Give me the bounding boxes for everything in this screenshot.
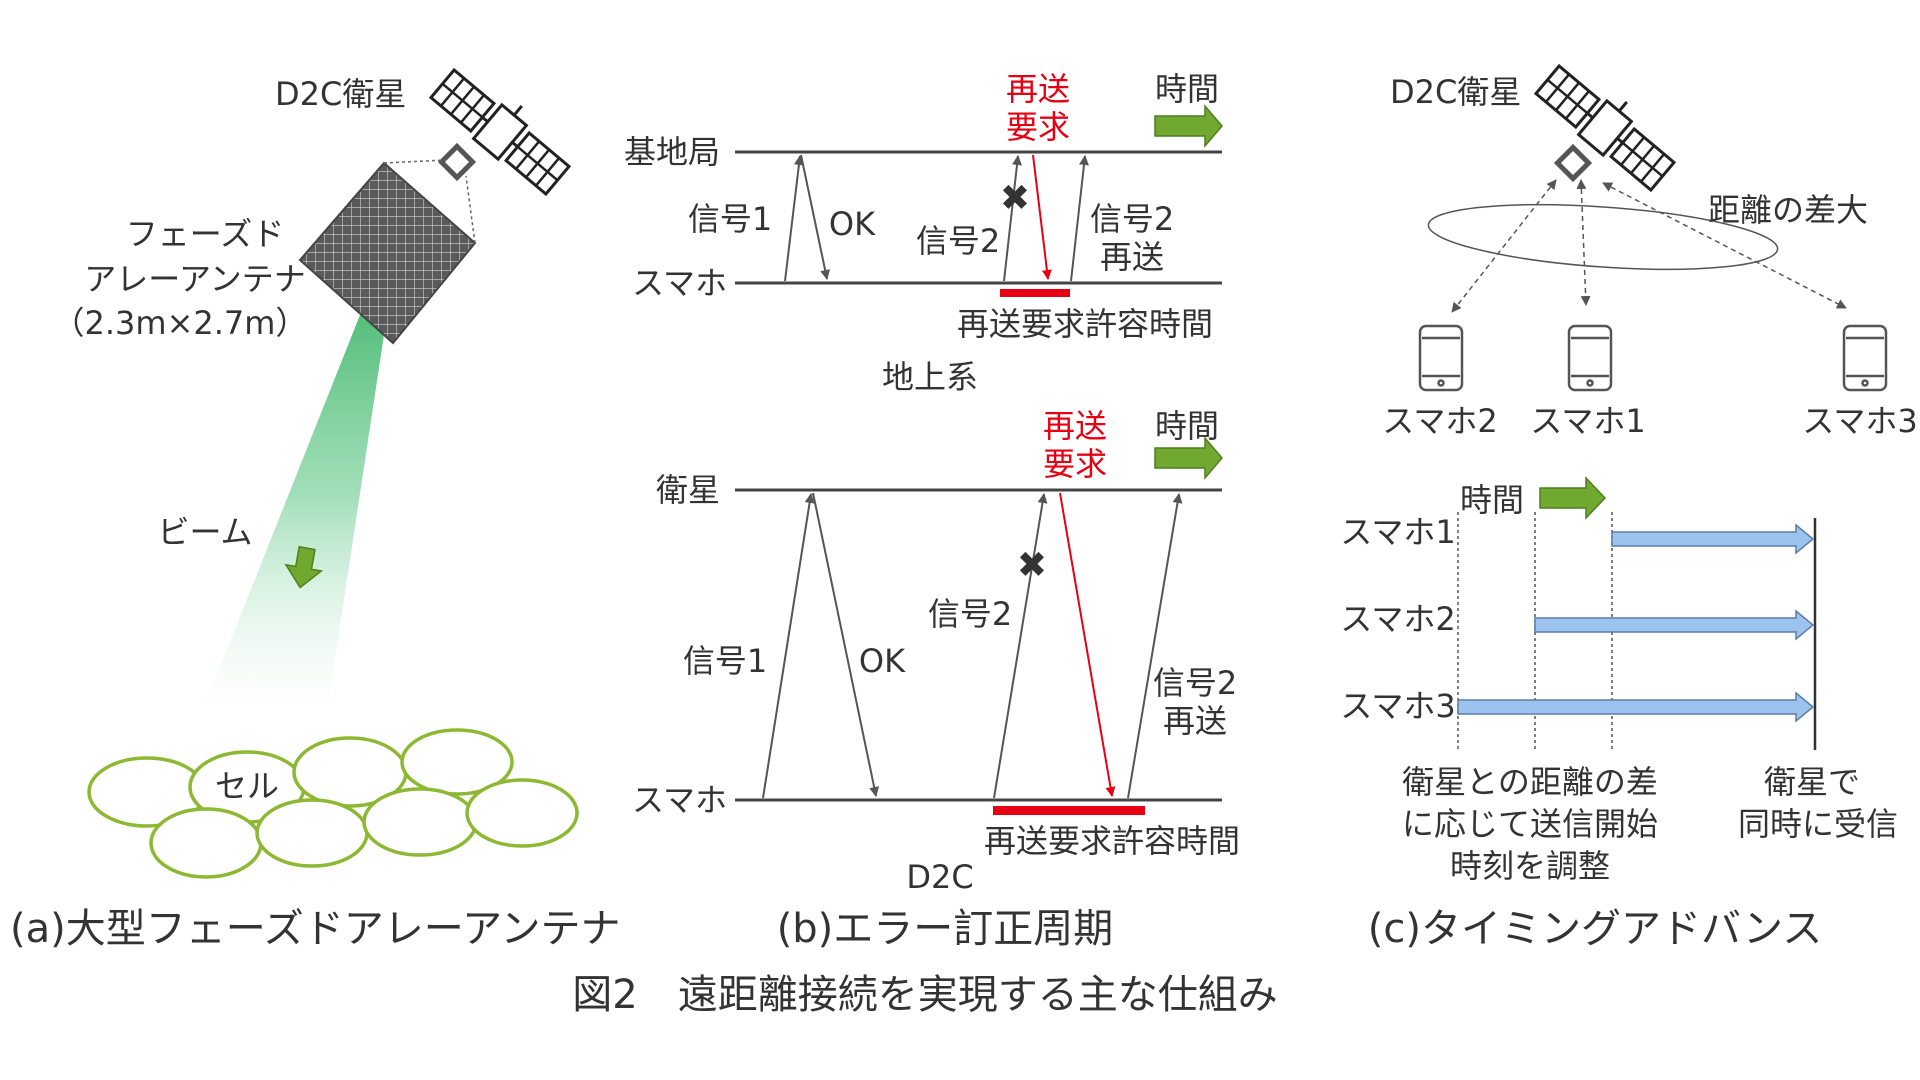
phone-label: スマホ3 xyxy=(1802,402,1917,440)
signal2-retx-label-d2c-1: 信号2 xyxy=(1153,664,1237,702)
satellite-body-box xyxy=(437,142,477,182)
antenna-label-line1: フェーズド xyxy=(126,215,284,253)
retx-window-bar-ground xyxy=(1000,289,1070,297)
time-label-d2c: 時間 xyxy=(1155,407,1219,445)
beam-direction-arrow xyxy=(284,545,324,589)
phased-array-antenna xyxy=(298,161,477,345)
error-cross-icon: ✖ xyxy=(1017,545,1047,586)
distance-arrow-phone3 xyxy=(1602,182,1847,309)
timing-bar-phone2 xyxy=(1534,609,1815,641)
cell-cluster xyxy=(87,728,579,879)
signal2-retx-arrow-ground xyxy=(1070,155,1089,282)
panel-c-caption: (c)タイミングアドバンス xyxy=(1368,906,1822,952)
satellite-label: D2C衛星 xyxy=(275,75,406,113)
signal1-arrow-ground xyxy=(784,155,804,282)
panel-b-caption: (b)エラー訂正周期 xyxy=(777,906,1114,952)
time-arrow-d2c xyxy=(1154,435,1223,481)
note-right-line2: 同時に受信 xyxy=(1738,805,1898,843)
panel-a: D2C衛星 フェーズド アレーアンテナ （2.3m×2.7m） ビーム セル (… xyxy=(10,67,621,952)
cell xyxy=(400,728,514,796)
timing-bar-phone1 xyxy=(1611,523,1815,555)
signal2-retx-arrow-d2c xyxy=(1127,493,1183,799)
timeline-label: スマホ2 xyxy=(1340,600,1455,638)
ground-section-label: 地上系 xyxy=(882,358,978,396)
cell xyxy=(149,807,263,879)
ok-arrow-ground xyxy=(800,154,831,280)
retx-window-bar-d2c xyxy=(993,806,1145,815)
retx-request-label-d2c-2: 要求 xyxy=(1043,445,1107,483)
retx-window-label-ground: 再送要求許容時間 xyxy=(957,305,1213,343)
cell xyxy=(465,778,579,848)
error-cross-icon: ✖ xyxy=(1000,178,1030,219)
ok-label-ground: OK xyxy=(829,205,876,243)
beam-label: ビーム xyxy=(157,513,252,551)
signal2-label-d2c: 信号2 xyxy=(928,595,1012,633)
base-station-label: 基地局 xyxy=(624,133,720,171)
ok-label-d2c: OK xyxy=(859,642,906,680)
panel-b-ground: 基地局 スマホ 時間 ✖ 信号1 OK 信号2 信号2 再送 再送 要求 再送要… xyxy=(624,70,1223,396)
satellite-body-box xyxy=(1553,143,1593,183)
cell xyxy=(362,787,478,857)
signal1-label-d2c: 信号1 xyxy=(683,642,767,680)
timing-bar-phone3 xyxy=(1457,691,1815,723)
figure-caption: 図2 遠距離接続を実現する主な仕組み xyxy=(572,972,1277,1018)
retx-request-arrow-ground xyxy=(1032,154,1052,280)
panel-b-d2c: 衛星 スマホ 時間 ✖ 信号1 OK 信号2 信号2 再送 再送 要求 再送要求… xyxy=(632,407,1240,952)
time-label-c: 時間 xyxy=(1460,481,1524,519)
satellite-icon xyxy=(1533,63,1677,193)
note-left-line3: 時刻を調整 xyxy=(1450,847,1610,885)
phone-label: スマホ2 xyxy=(1382,402,1497,440)
panel-c: D2C衛星 距離の差大 スマホ2 スマホ1 スマホ3 xyxy=(1340,63,1918,952)
note-left-line1: 衛星との距離の差 xyxy=(1402,763,1658,801)
smartphone-icon xyxy=(1418,324,1464,392)
signal2-arrow-ground xyxy=(1003,155,1022,282)
signal1-label-ground: 信号1 xyxy=(688,200,772,238)
time-label-ground: 時間 xyxy=(1155,70,1219,108)
signal1-arrow-d2c xyxy=(762,493,815,799)
panel-a-caption: (a)大型フェーズドアレーアンテナ xyxy=(10,906,621,952)
phone-label-d2c: スマホ xyxy=(632,781,727,819)
ok-arrow-d2c xyxy=(812,492,880,797)
smartphone-icon xyxy=(1567,324,1613,392)
signal2-retx-label-ground-2: 再送 xyxy=(1100,238,1164,276)
time-arrow-c xyxy=(1539,476,1607,520)
retx-request-label-ground-1: 再送 xyxy=(1006,70,1070,108)
note-right-line1: 衛星で xyxy=(1764,763,1860,801)
satellite-line-label: 衛星 xyxy=(656,471,720,509)
timeline-label: スマホ1 xyxy=(1340,513,1455,551)
distance-label: 距離の差大 xyxy=(1708,191,1868,229)
signal2-retx-label-d2c-2: 再送 xyxy=(1163,702,1227,740)
satellite-label-c: D2C衛星 xyxy=(1390,73,1521,111)
time-arrow-ground xyxy=(1154,103,1223,149)
smartphone-icon xyxy=(1842,324,1888,392)
signal2-arrow-d2c xyxy=(993,493,1048,799)
cell-label: セル xyxy=(215,767,279,805)
beam-cone xyxy=(205,242,398,705)
retx-request-arrow-d2c xyxy=(1059,492,1116,797)
antenna-label-line2: アレーアンテナ xyxy=(84,260,305,298)
phone-label: スマホ1 xyxy=(1530,402,1645,440)
retx-window-label-d2c: 再送要求許容時間 xyxy=(984,822,1240,860)
cell xyxy=(255,798,369,868)
retx-request-label-ground-2: 要求 xyxy=(1006,108,1070,146)
retx-request-label-d2c-1: 再送 xyxy=(1043,407,1107,445)
phone-label-ground: スマホ xyxy=(632,264,727,302)
signal2-label-ground: 信号2 xyxy=(916,222,1000,260)
antenna-size-label: （2.3m×2.7m） xyxy=(53,304,308,342)
satellite-icon xyxy=(428,67,572,197)
d2c-section-label: D2C xyxy=(906,858,973,896)
distance-arrow-phone1 xyxy=(1576,179,1591,306)
signal2-retx-label-ground-1: 信号2 xyxy=(1090,200,1174,238)
distance-arrow-phone2 xyxy=(1451,179,1557,313)
timeline-label: スマホ3 xyxy=(1340,687,1455,725)
note-left-line2: に応じて送信開始 xyxy=(1402,805,1658,843)
